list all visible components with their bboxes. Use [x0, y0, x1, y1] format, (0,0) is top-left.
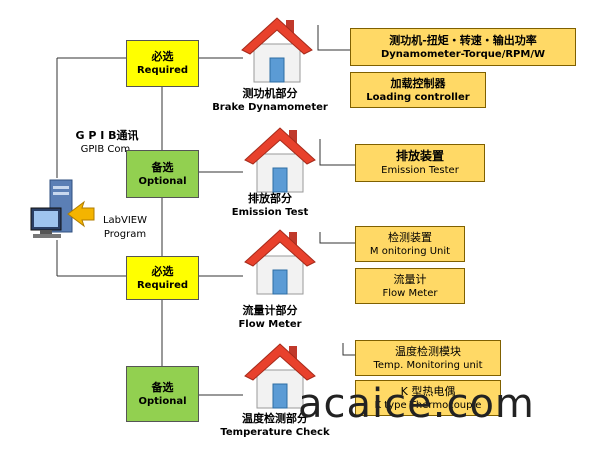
tag-required-2: 必选 Required [126, 256, 199, 300]
house-label-dynamometer: 测功机部分 Brake Dynamometer [212, 87, 328, 113]
gpib-cn: G P I B通讯 [75, 129, 139, 142]
watermark-text: acaice.com [298, 381, 535, 427]
module-temp-monitoring: 温度检测模块 Temp. Monitoring unit [355, 340, 501, 376]
gpib-label: G P I B通讯 GPIB Com. [62, 128, 152, 157]
module-monitoring-unit: 检测装置 M onitoring Unit [355, 226, 465, 262]
house-icon-dynamometer [241, 17, 313, 83]
house-icon-emission [244, 127, 316, 193]
labview-line1: LabVIEW [102, 215, 148, 226]
house-label-emission: 排放部分 Emission Test [231, 192, 309, 218]
labview-line2: Program [103, 229, 147, 240]
house-label-temperature: 温度检测部分 Temperature Check [220, 412, 330, 438]
tag-required-1: 必选 Required [126, 40, 199, 87]
house-icon-flow [244, 229, 316, 295]
computer-icon [30, 179, 95, 238]
module-thermocouple: K 型热电偶 K type Thermocouple [355, 380, 501, 416]
module-loading-controller: 加载控制器 Loading controller [350, 72, 486, 108]
module-dynamometer: 测功机-扭矩・转速・输出功率 Dynamometer-Torque/RPM/W [350, 28, 576, 66]
gpib-en: GPIB Com. [80, 144, 134, 155]
house-label-flow: 流量计部分 Flow Meter [238, 304, 302, 330]
house-icon-temperature [244, 343, 316, 409]
tag-optional-1: 备选 Optional [126, 150, 199, 198]
tag-optional-2: 备选 Optional [126, 366, 199, 422]
labview-label: LabVIEW Program [92, 214, 158, 242]
module-emission-tester: 排放装置 Emission Tester [355, 144, 485, 182]
module-flow-meter: 流量计 Flow Meter [355, 268, 465, 304]
